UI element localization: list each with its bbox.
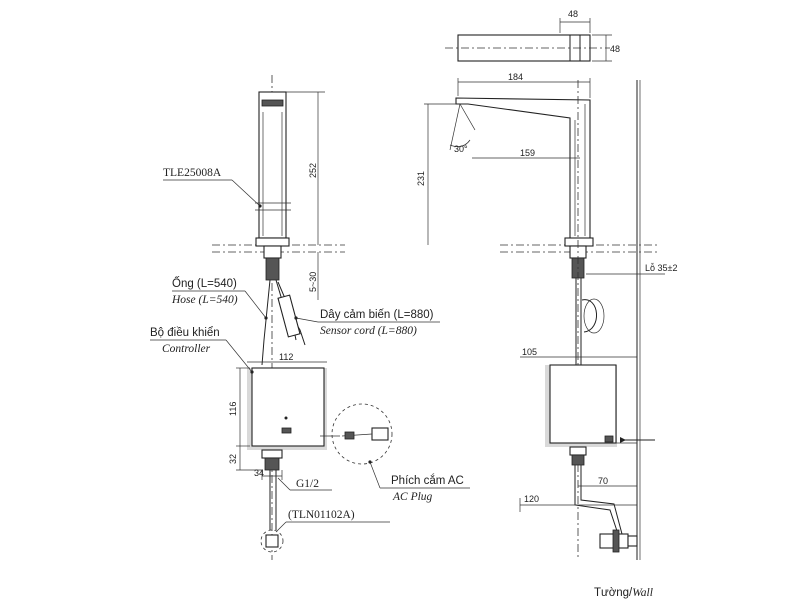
dim-5-30: 5~30 bbox=[308, 272, 318, 292]
top-view: 48 48 bbox=[445, 9, 620, 62]
dim-105: 105 bbox=[522, 347, 537, 357]
dim-48-top: 48 bbox=[568, 9, 578, 19]
dim-48-side: 48 bbox=[610, 44, 620, 54]
dim-34: 34 bbox=[254, 468, 264, 478]
valve-label: (TLN01102A) bbox=[288, 509, 355, 521]
front-view-labels: TLE25008A Ống (L=540) Hose (L=540) Bộ đi… bbox=[150, 167, 470, 533]
dim-32: 32 bbox=[228, 454, 238, 464]
ac-plug-label-vi: Phích cắm AC bbox=[391, 474, 464, 487]
hose-label-en: Hose (L=540) bbox=[171, 294, 238, 306]
dim-184: 184 bbox=[508, 72, 523, 82]
dim-231: 231 bbox=[416, 171, 426, 186]
dim-159: 159 bbox=[520, 148, 535, 158]
thread-label: G1/2 bbox=[296, 478, 319, 490]
side-view: 30° 184 159 231 Lỗ 35±2 105 70 120 bbox=[416, 72, 677, 560]
sensor-label-en: Sensor cord (L=880) bbox=[320, 325, 417, 337]
dim-252: 252 bbox=[308, 163, 318, 178]
dim-30-deg: 30° bbox=[454, 144, 468, 154]
front-view: 252 5~30 112 116 32 34 bbox=[212, 75, 393, 560]
wall-label: Tường/Wall bbox=[594, 587, 653, 599]
model-label: TLE25008A bbox=[163, 167, 222, 179]
dim-120: 120 bbox=[524, 494, 539, 504]
dim-112: 112 bbox=[279, 352, 293, 362]
sensor-label-vi: Dây cảm biến (L=880) bbox=[320, 309, 434, 321]
ac-plug-label-en: AC Plug bbox=[392, 491, 433, 503]
dim-116: 116 bbox=[228, 402, 238, 416]
controller-label-vi: Bộ điều khiển bbox=[150, 327, 220, 339]
hose-label-vi: Ống (L=540) bbox=[172, 276, 237, 290]
dim-70: 70 bbox=[598, 476, 608, 486]
hole-label: Lỗ 35±2 bbox=[645, 263, 677, 273]
controller-label-en: Controller bbox=[162, 343, 211, 355]
